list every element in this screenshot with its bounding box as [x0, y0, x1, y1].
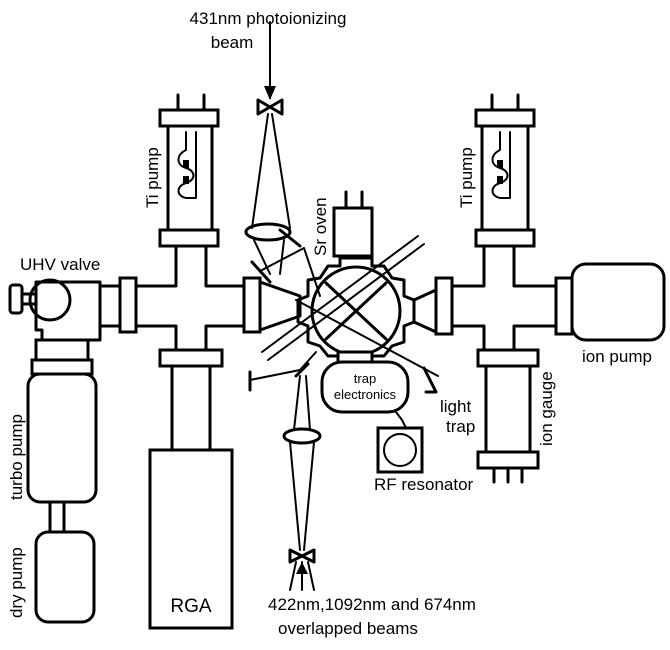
light-trap-label-2: trap [446, 417, 475, 436]
right-cross [450, 93, 666, 484]
ion-gauge-pins [492, 466, 524, 484]
trap-electronics-label-1: trap [354, 371, 376, 386]
photoionizing-beam-arrowhead-icon [264, 86, 276, 100]
sr-oven-label: Sr oven [311, 197, 330, 256]
photoionizing-label-2: beam [211, 33, 254, 52]
turbo-pump [26, 372, 98, 504]
left-cross-right-flange [242, 276, 262, 334]
bottom-small-lens-icon [288, 548, 316, 564]
ti-pump-left-element-2 [183, 176, 189, 184]
light-trap-icon [422, 366, 438, 394]
ion-gauge-bottom-flange [476, 450, 540, 470]
left-cross-body [134, 244, 246, 352]
top-small-lens-icon [256, 98, 284, 116]
sr-oven-body [332, 206, 374, 258]
bottom-big-lens-icon [282, 427, 322, 445]
ti-pump-left-top-flange [158, 108, 220, 128]
rga-label: RGA [170, 596, 212, 617]
uhv-valve-pipe [98, 284, 122, 328]
ti-pump-left-feedthrough [176, 93, 206, 112]
uhv-valve-label: UHV valve [20, 255, 100, 274]
ti-pump-left-label: Ti pump [143, 147, 162, 208]
ti-pump-right-bottom-flange [474, 228, 536, 248]
rf-resonator-coil-icon [383, 433, 417, 467]
turbo-neck [34, 338, 90, 362]
diag-beam-2 [267, 243, 425, 361]
photoionizing-beam-path [244, 21, 321, 297]
ti-pump-right-body [480, 124, 530, 232]
top-beam-reflected [261, 247, 321, 297]
uhv-valve-handle [8, 283, 24, 315]
bottom-center-mirror [294, 362, 310, 378]
rga-box [148, 448, 234, 630]
ti-pump-right-top-flange [474, 108, 536, 128]
ti-pump-right-feedthrough [490, 93, 520, 112]
trap-electrodes [324, 281, 388, 341]
top-beam-rays [251, 113, 291, 229]
ion-gauge-body [484, 364, 532, 454]
ion-pump-flange [554, 276, 574, 336]
ti-pump-right-label: Ti pump [457, 147, 476, 208]
ion-pump-label: ion pump [582, 347, 652, 366]
bottom-beam-rays-lower [289, 441, 315, 551]
light-trap-label-1: light [440, 397, 471, 416]
left-cross [134, 93, 262, 630]
ion-gauge-top-flange [476, 348, 540, 368]
ti-pump-right-filament-icon [491, 131, 511, 199]
bottom-beam-arrowhead-icon [296, 562, 308, 574]
rf-cable [395, 411, 407, 429]
ti-pump-left-element-1 [183, 160, 189, 168]
dry-pump-label: dry pump [7, 547, 26, 618]
ti-pump-left-filament-icon [177, 131, 197, 199]
ti-pump-left-body [166, 124, 214, 232]
beams-label-1: 422nm,1092nm and 674nm [268, 595, 476, 614]
rga-pipe [170, 364, 212, 452]
electronics [320, 360, 438, 474]
trap-electronics-label-2: electronics [334, 387, 397, 402]
rf-resonator-box [376, 426, 424, 474]
ion-pump-box [570, 262, 666, 342]
turbo-line [8, 276, 138, 624]
dry-pump [34, 530, 96, 624]
ti-pump-left-bottom-flange [158, 228, 220, 248]
right-cross-body [450, 244, 558, 352]
trap-electronics-box [320, 360, 410, 414]
dry-pump-hose [48, 500, 66, 534]
diagonal-beams [261, 235, 439, 377]
turbo-pump-label: turbo pump [7, 414, 26, 500]
ti-pump-right-element-1 [497, 160, 503, 168]
bottom-beam-rays-upper [293, 375, 311, 431]
overlapped-beams-path [248, 351, 322, 591]
photoionizing-label-1: 431nm photoionizing [190, 9, 347, 28]
diag-beam-3 [295, 299, 439, 377]
rf-resonator-label: RF resonator [374, 475, 474, 494]
ion-gauge-label: ion gauge [537, 371, 556, 446]
turbo-flange [30, 358, 94, 376]
diag-beam-1 [261, 235, 419, 353]
left-flange [118, 276, 138, 334]
ti-pump-right-element-2 [497, 176, 503, 184]
chamber-left-port [258, 280, 302, 332]
top-big-lens-icon [244, 222, 292, 242]
beams-label-2: overlapped beams [278, 619, 418, 638]
left-cross-bottom-flange [158, 348, 224, 368]
top-mirrors [250, 228, 302, 284]
chamber-right-flange [434, 276, 454, 336]
chamber-right-port [412, 288, 438, 334]
uhv-valve-bonnet [28, 278, 72, 322]
